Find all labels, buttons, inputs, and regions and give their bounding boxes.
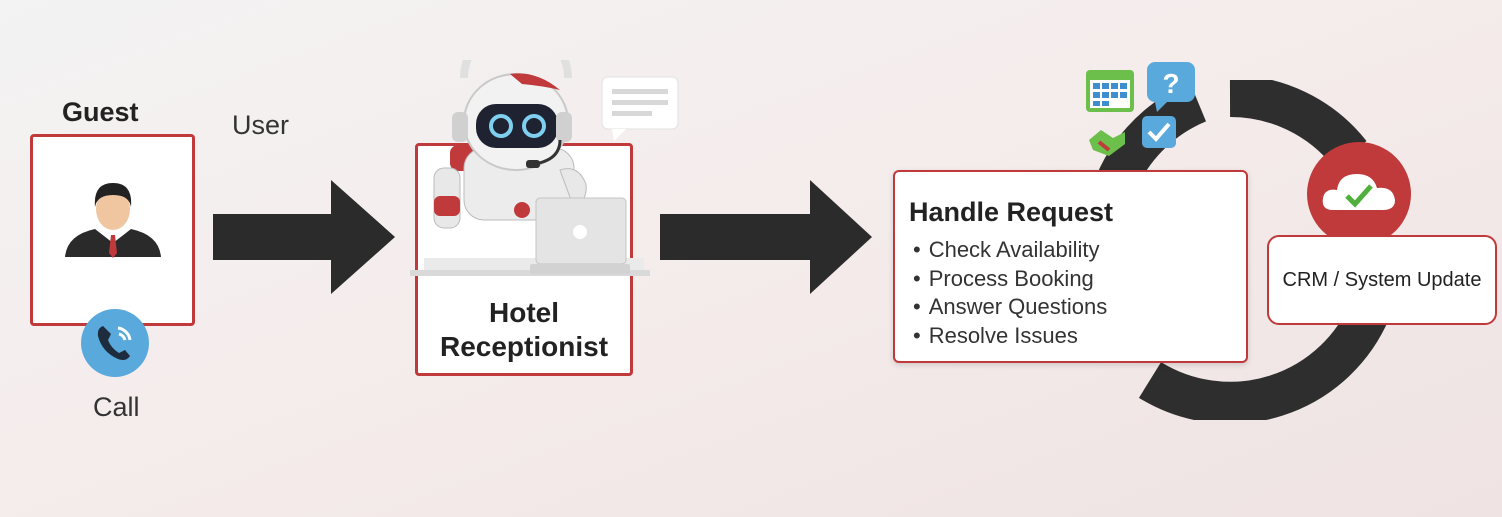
phone-icon (81, 309, 149, 377)
cloud-check-icon (1307, 142, 1411, 246)
person-icon (65, 183, 161, 258)
chat-bubble-icon (601, 76, 679, 141)
list-item: Check Availability (913, 236, 1107, 265)
user-label: User (232, 110, 290, 140)
handle-request-title: Handle Request (909, 197, 1114, 227)
list-item: Answer Questions (913, 293, 1108, 322)
handle-request-card: Handle Request Check Availability Proces… (893, 170, 1248, 363)
crm-card: CRM / System Update (1267, 235, 1497, 325)
calendar-icon (1086, 70, 1134, 112)
call-label: Call (93, 392, 140, 422)
guest-title: Guest (62, 97, 139, 127)
flow-arrow-2 (660, 180, 872, 294)
guest-card (30, 134, 195, 326)
question-icon: ? (1147, 62, 1195, 112)
receptionist-title-line1: Hotel (489, 297, 559, 328)
flow-arrow-1 (213, 180, 395, 294)
checkbox-icon (1142, 116, 1176, 148)
laptop-icon (530, 197, 630, 274)
list-item: Resolve Issues (913, 322, 1107, 351)
svg-text:?: ? (1162, 68, 1179, 99)
handshake-icon (1089, 130, 1125, 156)
receptionist-title: Hotel Receptionist (418, 296, 630, 364)
list-item: Process Booking (913, 265, 1107, 294)
crm-label: CRM / System Update (1282, 268, 1482, 291)
receptionist-title-line2: Receptionist (439, 331, 609, 362)
handle-request-list: Check Availability Process Booking Answe… (913, 236, 1108, 351)
